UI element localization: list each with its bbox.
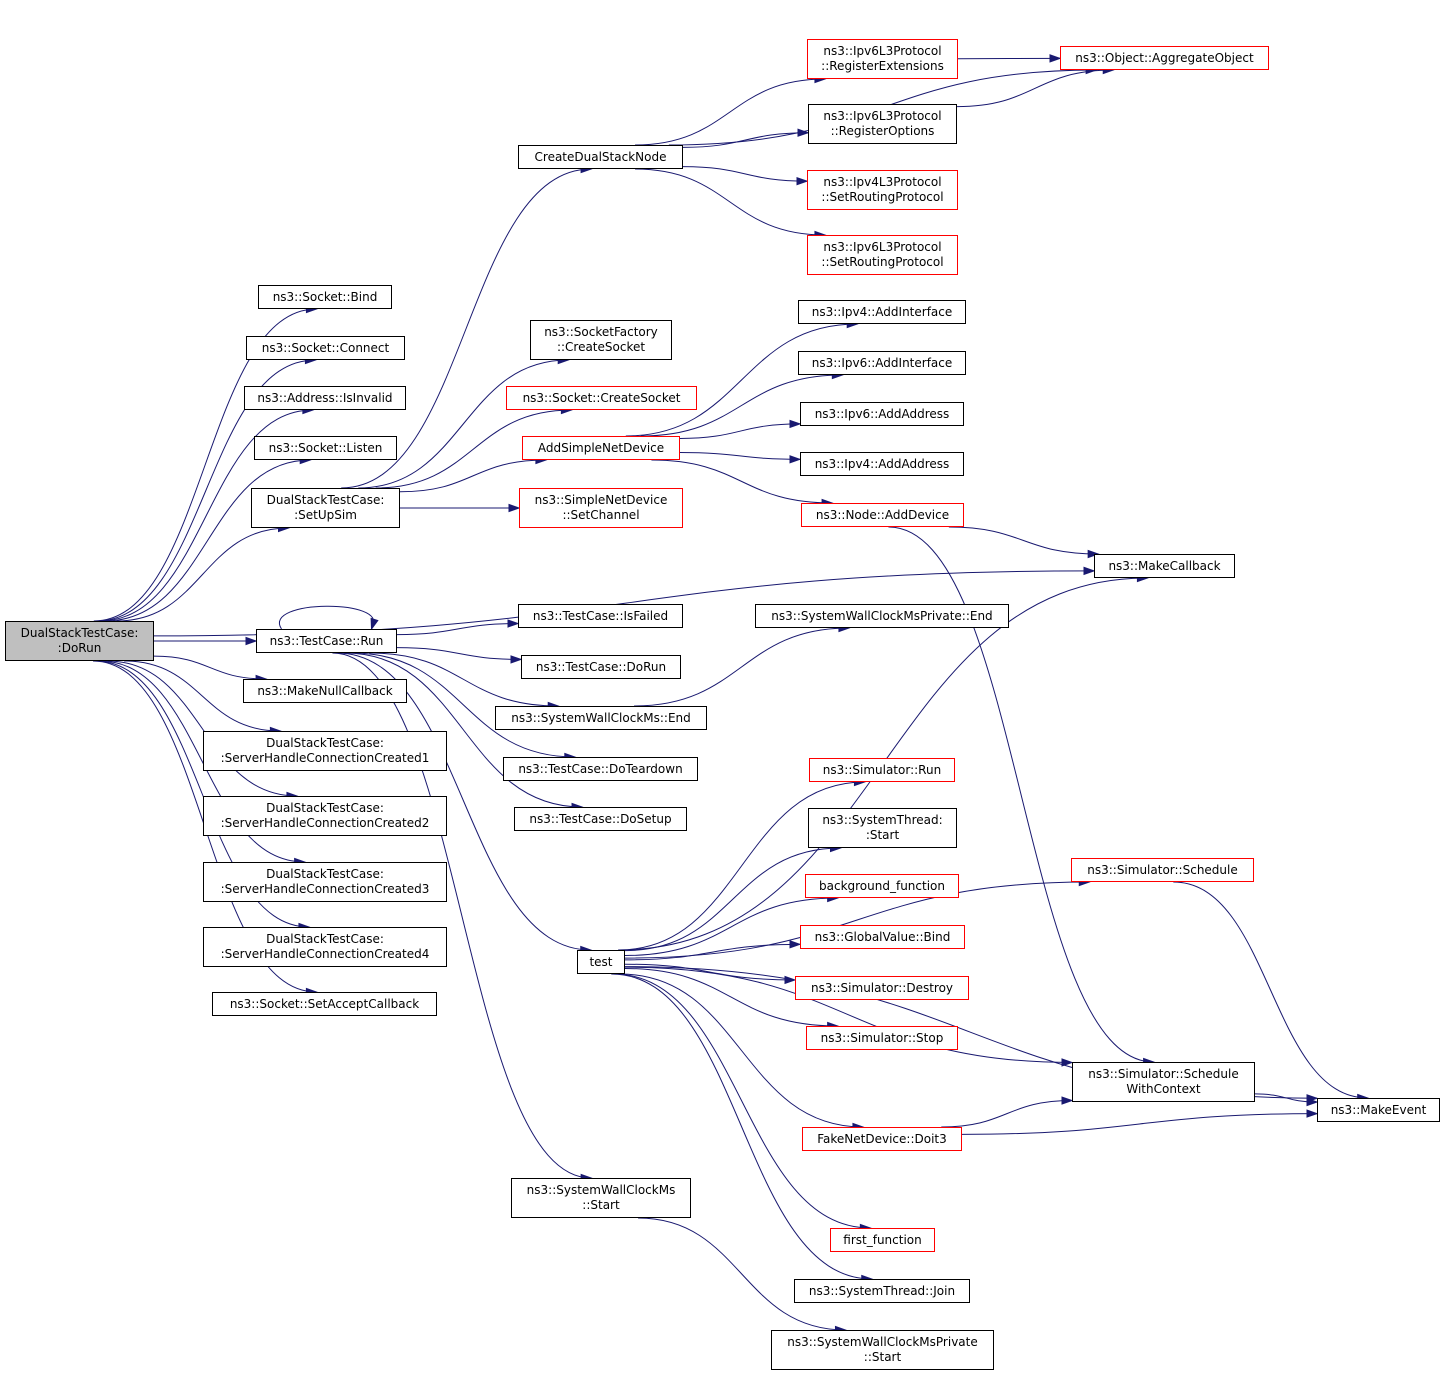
node-systemthread-start[interactable]: ns3::SystemThread::Start <box>808 808 957 848</box>
node-simulator-schedule[interactable]: ns3::Simulator::Schedule <box>1071 858 1254 882</box>
edge-n13-n19 <box>682 128 810 148</box>
node-object-aggregateobject[interactable]: ns3::Object::AggregateObject <box>1060 46 1269 70</box>
node-ipv6-addinterface[interactable]: ns3::Ipv6::AddInterface <box>798 351 966 375</box>
node-systemthread-join[interactable]: ns3::SystemThread::Join <box>794 1279 970 1303</box>
node-simplenetdevice-setchannel[interactable]: ns3::SimpleNetDevice::SetChannel <box>519 488 683 528</box>
node-makeevent[interactable]: ns3::MakeEvent <box>1317 1098 1440 1122</box>
node-serverhandleconnectioncreated3[interactable]: DualStackTestCase::ServerHandleConnectio… <box>203 862 447 902</box>
node-addsimplenetdevice[interactable]: AddSimpleNetDevice <box>522 436 680 460</box>
node-serverhandleconnectioncreated4[interactable]: DualStackTestCase::ServerHandleConnectio… <box>203 927 447 967</box>
node-socketfactory-createsocket[interactable]: ns3::SocketFactory::CreateSocket <box>530 320 672 360</box>
edge-n35-n49 <box>638 1217 847 1335</box>
node-serverhandleconnectioncreated2[interactable]: DualStackTestCase::ServerHandleConnectio… <box>203 796 447 836</box>
node-serverhandleconnectioncreated1[interactable]: DualStackTestCase::ServerHandleConnectio… <box>203 731 447 771</box>
edge-n27-n28 <box>948 526 1100 559</box>
edge-n0-n4 <box>104 455 312 622</box>
node-testcase-isfailed[interactable]: ns3::TestCase::IsFailed <box>518 604 683 628</box>
edge-n6-n29 <box>396 619 520 636</box>
node-simulator-stop[interactable]: ns3::Simulator::Stop <box>806 1026 958 1050</box>
node-ipv4-addinterface[interactable]: ns3::Ipv4::AddInterface <box>798 300 966 324</box>
node-testcase-run[interactable]: ns3::TestCase::Run <box>256 629 397 653</box>
node-address-isinvalid[interactable]: ns3::Address::IsInvalid <box>244 386 406 410</box>
node-node-adddevice[interactable]: ns3::Node::AddDevice <box>801 503 964 527</box>
node-test[interactable]: test <box>577 950 625 974</box>
node-dualstacktestcase-dorun[interactable]: DualStackTestCase::DoRun <box>5 621 154 661</box>
node-testcase-dorun[interactable]: ns3::TestCase::DoRun <box>521 655 681 679</box>
edge-n45-n44 <box>941 1096 1074 1128</box>
node-testcase-dosetup[interactable]: ns3::TestCase::DoSetup <box>514 807 687 831</box>
node-createdualstacknode[interactable]: CreateDualStackNode <box>518 145 683 169</box>
node-background-function[interactable]: background_function <box>805 874 959 898</box>
edge-n5-n17 <box>400 503 521 513</box>
node-makenullcallback[interactable]: ns3::MakeNullCallback <box>243 679 407 703</box>
edge-n16-n26 <box>679 451 802 464</box>
node-ipv6l3protocol-setroutingprotocol[interactable]: ns3::Ipv6L3Protocol::SetRoutingProtocol <box>807 235 958 275</box>
node-first-function[interactable]: first_function <box>830 1228 935 1252</box>
node-ipv4l3protocol-setroutingprotocol[interactable]: ns3::Ipv4L3Protocol::SetRoutingProtocol <box>807 170 958 210</box>
node-socket-createsocket[interactable]: ns3::Socket::CreateSocket <box>506 386 697 410</box>
node-socket-setacceptcallback[interactable]: ns3::Socket::SetAcceptCallback <box>212 992 437 1016</box>
edge-n6-n6 <box>278 605 379 631</box>
node-systemwallclockmsprivate-start[interactable]: ns3::SystemWallClockMsPrivate::Start <box>771 1330 994 1370</box>
node-dualstacktestcase-setupsim[interactable]: DualStackTestCase::SetUpSim <box>251 488 400 528</box>
edge-n0-n6 <box>154 636 258 646</box>
node-makecallback[interactable]: ns3::MakeCallback <box>1094 554 1235 578</box>
node-ipv6l3protocol-registeroptions[interactable]: ns3::Ipv6L3Protocol::RegisterOptions <box>808 104 957 144</box>
node-socket-connect[interactable]: ns3::Socket::Connect <box>246 336 405 360</box>
edge-n34-n41 <box>624 963 797 985</box>
edge-n18-n22 <box>957 54 1062 63</box>
edge-n45-n46 <box>961 1109 1319 1135</box>
edge-n13-n18 <box>635 74 827 146</box>
node-fakenetdevice-doit3[interactable]: FakeNetDevice::Doit3 <box>802 1127 962 1151</box>
node-systemwallclockms-start[interactable]: ns3::SystemWallClockMs::Start <box>511 1178 691 1218</box>
node-systemwallclockmsprivate-end[interactable]: ns3::SystemWallClockMsPrivate::End <box>755 604 1009 628</box>
node-ipv6l3protocol-registerextensions[interactable]: ns3::Ipv6L3Protocol::RegisterExtensions <box>807 39 958 79</box>
edge-n34-n40 <box>624 940 802 961</box>
edge-n6-n30 <box>396 647 523 664</box>
node-ipv6-addaddress[interactable]: ns3::Ipv6::AddAddress <box>800 402 964 426</box>
edge-n34-n44 <box>624 966 1074 1067</box>
node-simulator-destroy[interactable]: ns3::Simulator::Destroy <box>795 976 969 1000</box>
edge-n13-n21 <box>635 168 827 240</box>
edge-n5-n16 <box>399 455 548 493</box>
node-socket-bind[interactable]: ns3::Socket::Bind <box>258 285 392 309</box>
node-simulator-run[interactable]: ns3::Simulator::Run <box>809 758 955 782</box>
node-socket-listen[interactable]: ns3::Socket::Listen <box>254 436 397 460</box>
edge-n16-n25 <box>679 419 802 439</box>
node-systemwallclockms-end[interactable]: ns3::SystemWallClockMs::End <box>495 706 707 730</box>
edge-n13-n20 <box>682 166 809 186</box>
node-globalvalue-bind[interactable]: ns3::GlobalValue::Bind <box>800 925 965 949</box>
edge-n0-n5 <box>116 523 291 622</box>
node-ipv4-addaddress[interactable]: ns3::Ipv4::AddAddress <box>800 452 964 476</box>
node-testcase-doteardown[interactable]: ns3::TestCase::DoTeardown <box>503 757 698 781</box>
edge-n44-n46 <box>1254 1093 1319 1107</box>
